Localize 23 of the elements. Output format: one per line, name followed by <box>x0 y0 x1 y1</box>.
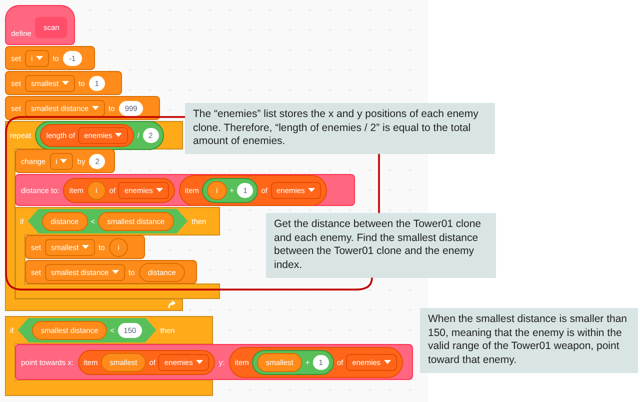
connector-line <box>378 154 380 213</box>
list-reporter <box>40 124 134 146</box>
custom-block <box>15 174 355 206</box>
list-reporter <box>78 350 215 374</box>
list-reporter <box>63 178 175 202</box>
operator-reporter <box>35 120 164 150</box>
variable-block <box>15 149 115 173</box>
comment-note: Get the distance between the Tower01 clone and each enemy. Find the smallest distance between the Tower01 clone and the enemy index. <box>266 213 496 278</box>
if-block <box>15 207 220 299</box>
list-reporter <box>228 346 403 378</box>
variable-block <box>25 235 145 259</box>
comment-note: When the smallest distance is smaller than 150, meaning that the enemy is within the valid range of the Tower01 weapon, point toward that enemy. <box>420 308 638 373</box>
variable-block <box>5 96 160 120</box>
variable-block <box>5 71 122 95</box>
custom-block <box>15 344 413 380</box>
comment-note: The “enemies” list stores the x and y positions of each enemy clone. Therefore, “length of enemies / 2” is equal to the total amount of enemies. <box>185 103 495 154</box>
variable-block <box>5 46 95 70</box>
variable-block <box>25 260 197 284</box>
operator-reporter <box>252 350 334 374</box>
bracket-line <box>5 116 373 290</box>
define-block <box>5 5 75 45</box>
list-reporter <box>178 174 327 206</box>
operator-reporter <box>202 178 258 202</box>
